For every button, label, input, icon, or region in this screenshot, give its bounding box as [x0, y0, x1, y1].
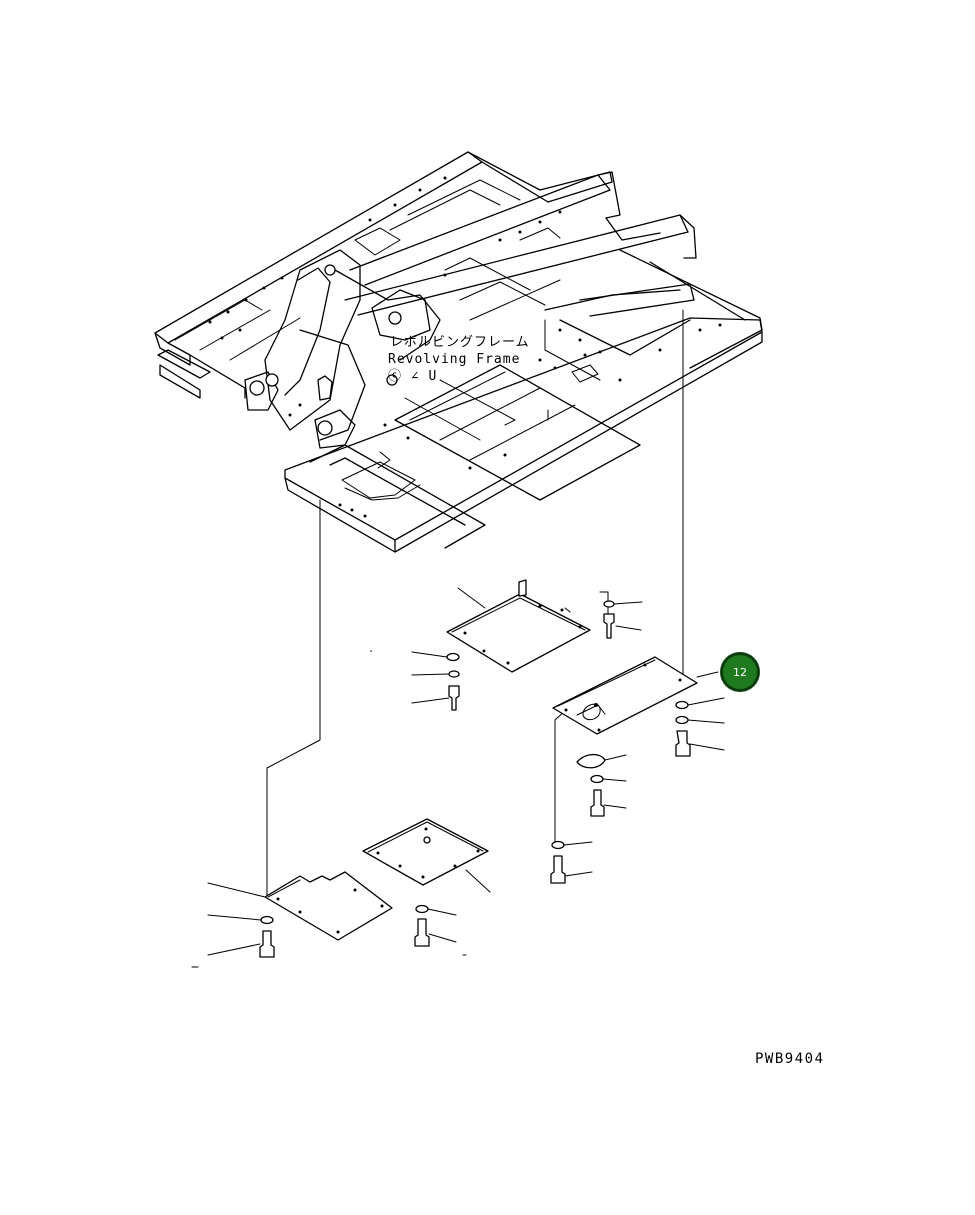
callout-badge-12[interactable]: 12	[720, 652, 760, 692]
bolt-group-upper-left	[411, 651, 460, 711]
bolt-group-lower-right	[550, 840, 593, 884]
frame-marks: ⓒ ∠ U	[388, 369, 437, 384]
cover-plate-left-lower	[207, 871, 393, 941]
bolt-group-left-lower	[191, 914, 275, 968]
frame-label-jp: レボルビングフレーム	[390, 335, 530, 350]
callout-number: 12	[733, 666, 747, 679]
bolt-group-right	[675, 697, 725, 757]
figure-id: PWB9404	[755, 1051, 825, 1067]
bolt-group-center-lower	[414, 904, 467, 956]
cover-plate-center-lower	[362, 818, 491, 893]
bolt-group-upper-right	[603, 600, 643, 639]
revolving-frame: レボルビングフレーム Revolving Frame ⓒ ∠ U	[154, 151, 763, 553]
frame-label-en: Revolving Frame	[388, 352, 520, 367]
cover-plate-right	[552, 656, 719, 735]
small-cover-right	[576, 753, 627, 817]
cover-plate-upper	[446, 579, 609, 673]
